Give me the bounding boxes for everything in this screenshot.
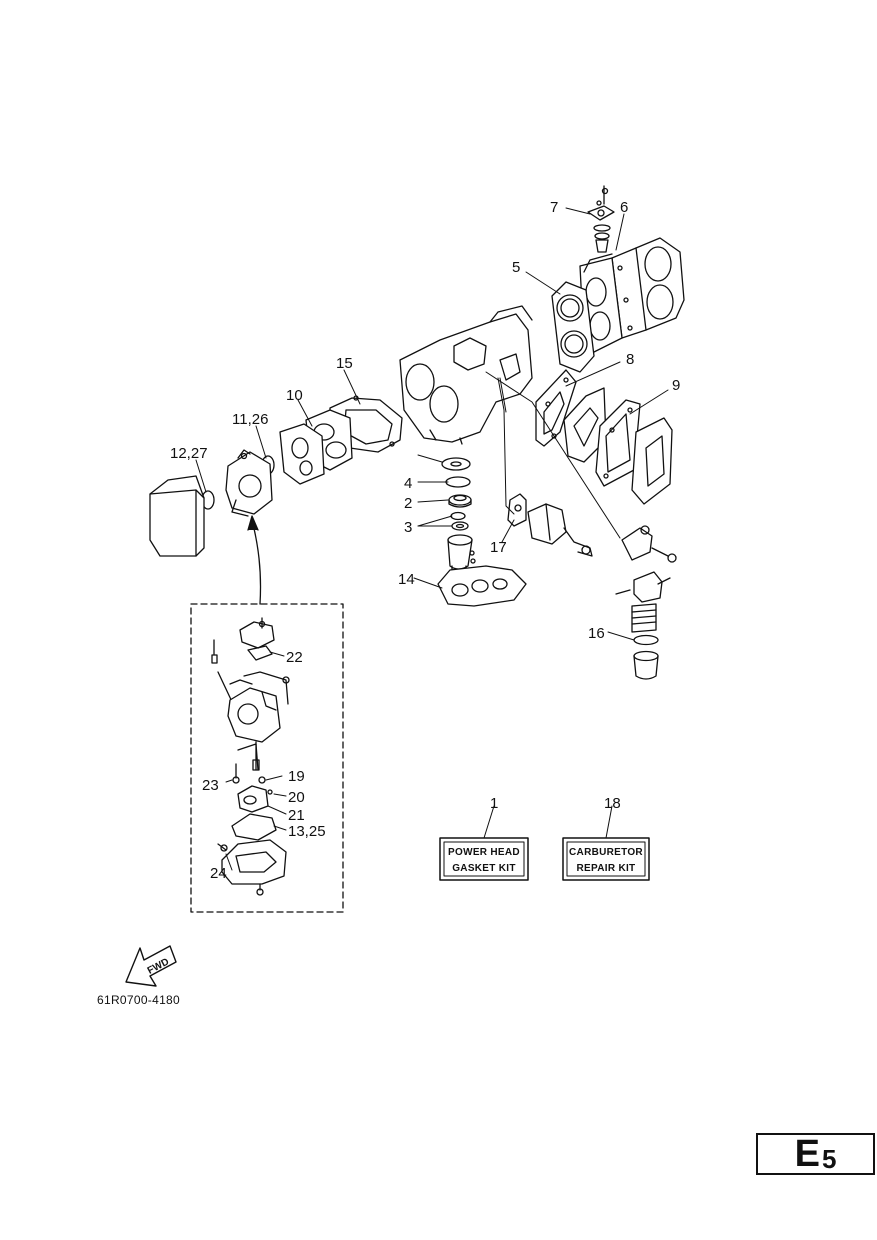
carburetor-kit-label-line1: CARBURETOR xyxy=(569,847,643,858)
page-number-box: E 5 xyxy=(756,1133,875,1175)
o-ring-16 xyxy=(633,634,659,646)
exhaust-cover xyxy=(631,417,673,505)
callout-12-27: 12,27 xyxy=(170,445,208,462)
washer-4 xyxy=(441,457,471,471)
carburetor-kit-label-line2: REPAIR KIT xyxy=(577,863,636,874)
callout-3: 3 xyxy=(404,519,412,536)
carburetor-kit-box xyxy=(562,837,650,881)
thermostat-cover xyxy=(587,185,615,253)
power-head-kit-box xyxy=(439,837,529,881)
callout-15: 15 xyxy=(336,355,353,372)
cylinder-block xyxy=(399,305,533,445)
callout-13-25: 13,25 xyxy=(288,823,326,840)
callout-24: 24 xyxy=(210,865,227,882)
leader-lines xyxy=(195,207,669,871)
callout-1: 1 xyxy=(490,795,498,812)
callout-2: 2 xyxy=(404,495,412,512)
callout-7: 7 xyxy=(550,199,558,216)
exhaust-cover-gasket xyxy=(595,399,641,487)
detail-arrow xyxy=(251,519,262,605)
carburetor-detail-parts xyxy=(211,617,290,896)
callout-21: 21 xyxy=(288,807,305,824)
callout-20: 20 xyxy=(288,789,305,806)
cylinder-head-cover xyxy=(611,237,685,339)
document-code: 61R0700-4180 xyxy=(97,993,181,1007)
callout-10: 10 xyxy=(286,387,303,404)
oil-seal-3 xyxy=(450,511,469,531)
callout-16: 16 xyxy=(588,625,605,642)
fuel-pump xyxy=(527,503,593,557)
oil-seal-2 xyxy=(448,494,472,508)
page-section-letter: E xyxy=(794,1133,820,1175)
o-ring-4 xyxy=(445,476,471,488)
carburetor-detail-box xyxy=(190,603,344,913)
callout-9: 9 xyxy=(672,377,680,394)
carburetor xyxy=(225,449,273,517)
fuel-filter xyxy=(615,571,671,633)
callout-8: 8 xyxy=(626,351,634,368)
fuel-joint-bracket xyxy=(621,525,677,563)
power-head-kit-label-line2: GASKET KIT xyxy=(452,863,516,874)
exhaust-gasket xyxy=(535,369,577,447)
callout-17: 17 xyxy=(490,539,507,556)
page-number: 5 xyxy=(821,1144,837,1174)
fwd-arrow-icon xyxy=(125,945,177,987)
callout-4: 4 xyxy=(404,475,412,492)
callout-18: 18 xyxy=(604,795,621,812)
callout-22: 22 xyxy=(286,649,303,666)
fuel-lines xyxy=(485,371,621,539)
power-head-kit-label-line1: POWER HEAD xyxy=(448,847,520,858)
callout-19: 19 xyxy=(288,768,305,785)
head-gasket xyxy=(551,281,595,373)
silencer-cover xyxy=(149,475,205,557)
filter-cup xyxy=(633,650,659,680)
callout-11-26: 11,26 xyxy=(232,411,268,428)
base-gasket xyxy=(437,565,527,607)
callout-6: 6 xyxy=(620,199,628,216)
callout-5: 5 xyxy=(512,259,520,276)
callout-14: 14 xyxy=(398,571,415,588)
callout-23: 23 xyxy=(202,777,219,794)
intake-manifold xyxy=(279,423,325,485)
callout-labels: 7 6 5 8 9 15 10 11,26 12,27 4 2 3 17 14 … xyxy=(170,199,680,882)
fuel-pump-gasket xyxy=(507,493,527,527)
